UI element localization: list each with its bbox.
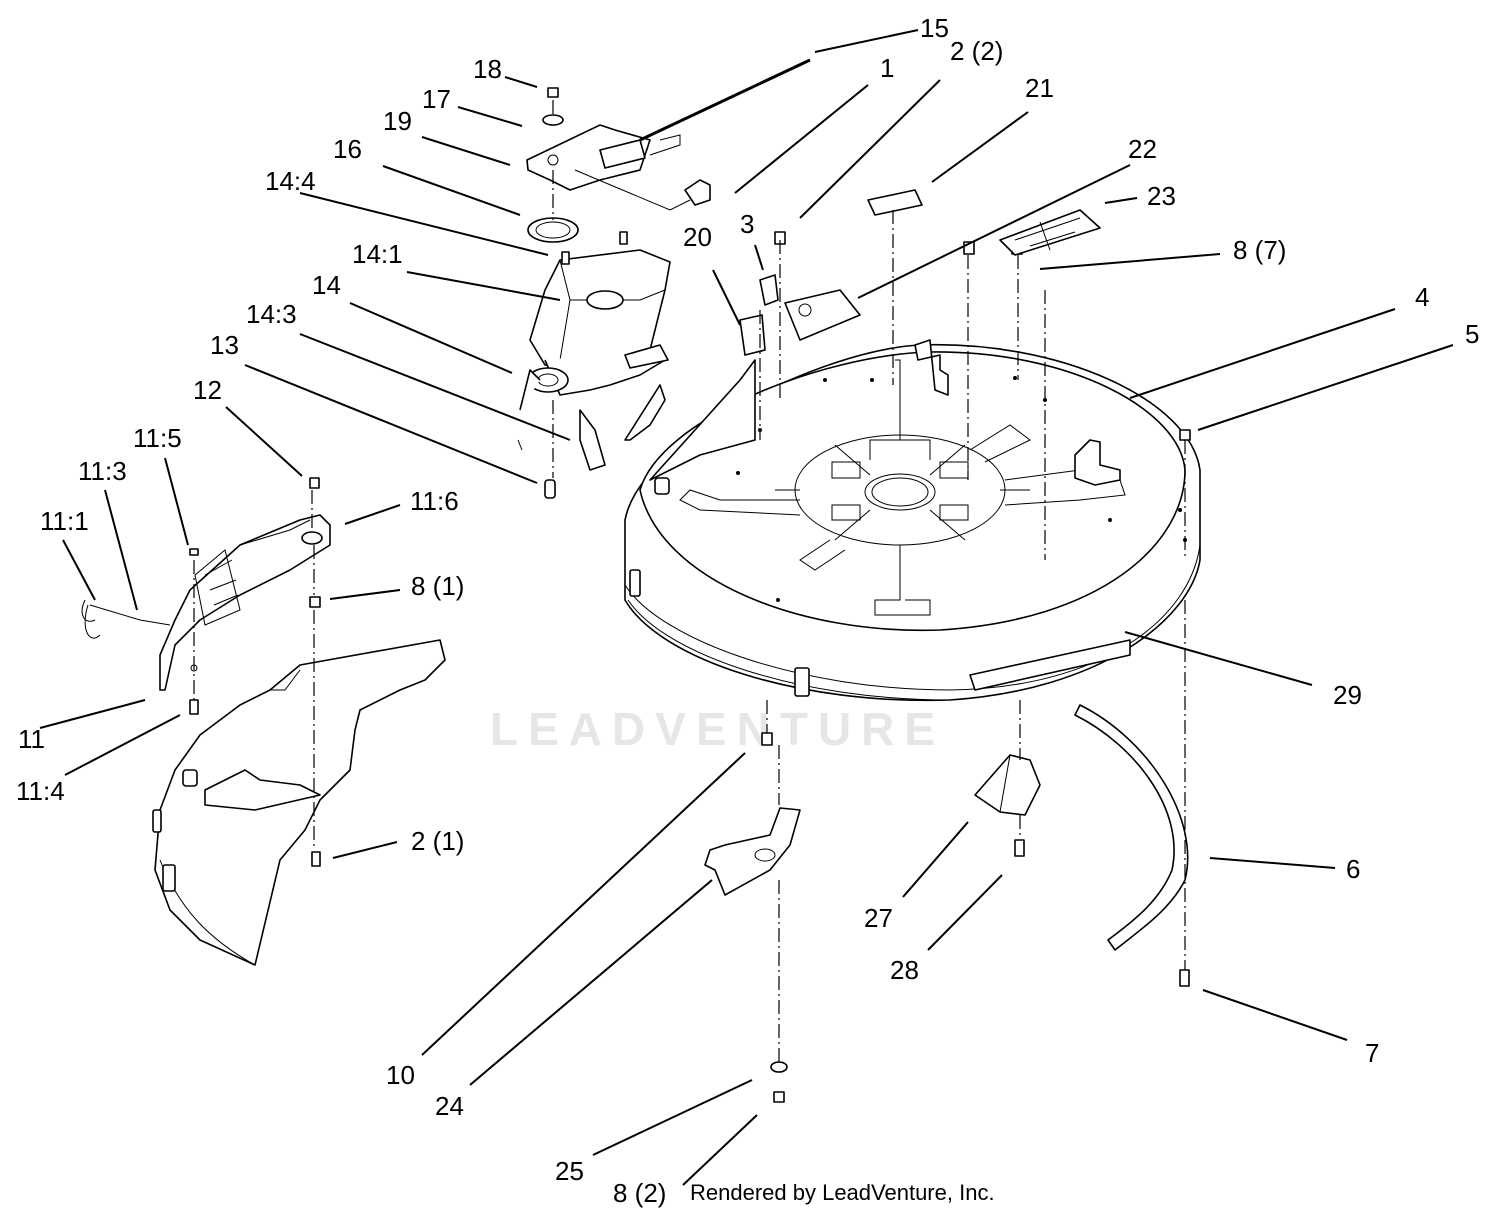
label-18: 18 (473, 54, 502, 84)
discharge-chute (81, 477, 331, 715)
label-15: 15 (920, 13, 949, 43)
label-23: 23 (1147, 181, 1176, 211)
credit-text: Rendered by LeadVenture, Inc. (690, 1180, 995, 1205)
callout-labels: 15 18 1 2 (2) 17 19 21 16 22 14:4 23 20 … (16, 13, 1479, 1208)
label-8-2: 8 (2) (613, 1178, 666, 1208)
decals (784, 189, 1101, 341)
label-13: 13 (210, 330, 239, 360)
centerlines (193, 100, 1186, 1062)
label-2-1: 2 (1) (411, 826, 464, 856)
label-3: 3 (740, 209, 754, 239)
label-14-3: 14:3 (246, 299, 297, 329)
label-14-4: 14:4 (265, 166, 316, 196)
label-4: 4 (1415, 282, 1429, 312)
label-25: 25 (555, 1156, 584, 1186)
label-7: 7 (1365, 1038, 1379, 1068)
chute-shield (152, 639, 446, 966)
label-19: 19 (383, 106, 412, 136)
label-16: 16 (333, 134, 362, 164)
baffle-27 (974, 754, 1041, 816)
label-11-6: 11:6 (410, 486, 459, 516)
label-22: 22 (1128, 134, 1157, 164)
label-5: 5 (1465, 319, 1479, 349)
deck-housing (624, 339, 1201, 702)
label-11-5: 11:5 (133, 423, 182, 453)
label-24: 24 (435, 1091, 464, 1121)
bracket-19 (526, 58, 811, 211)
label-29: 29 (1333, 680, 1362, 710)
label-14: 14 (312, 270, 341, 300)
label-11-4: 11:4 (16, 776, 65, 806)
label-17: 17 (422, 84, 451, 114)
label-28: 28 (890, 955, 919, 985)
label-10: 10 (386, 1060, 415, 1090)
idler-assembly (517, 231, 671, 499)
label-11-1: 11:1 (40, 506, 89, 536)
label-21: 21 (1025, 73, 1054, 103)
strap-6 (1074, 704, 1189, 951)
label-14-1: 14:1 (352, 239, 403, 269)
leader-lines (39, 29, 1454, 1186)
bearing-16 (527, 217, 579, 243)
label-6: 6 (1346, 854, 1360, 884)
watermark-text: LEADVENTURE (490, 703, 945, 755)
label-27: 27 (864, 903, 893, 933)
label-1: 1 (880, 53, 894, 83)
label-12: 12 (193, 375, 222, 405)
label-8-7: 8 (7) (1233, 235, 1286, 265)
baffle-24 (704, 807, 801, 896)
label-11-3: 11:3 (78, 456, 127, 486)
label-8-1: 8 (1) (411, 571, 464, 601)
label-11: 11 (18, 724, 45, 754)
label-20: 20 (683, 222, 712, 252)
label-2-2: 2 (2) (950, 36, 1003, 66)
